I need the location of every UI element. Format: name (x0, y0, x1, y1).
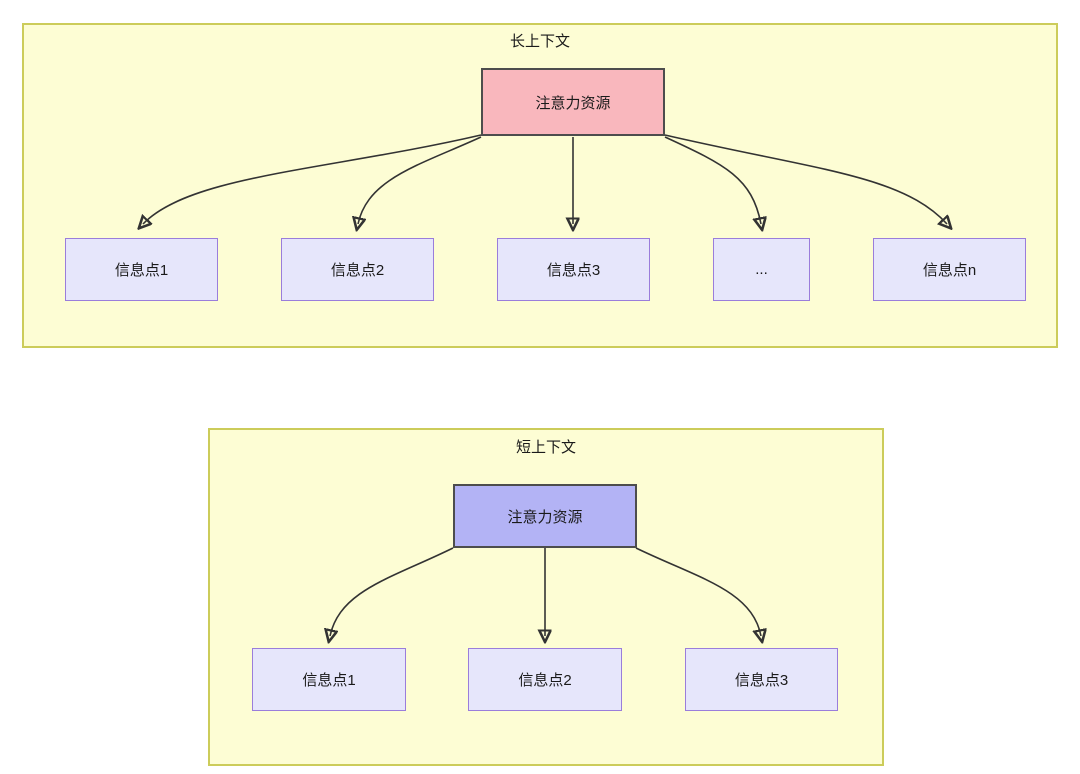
node-long-info-1[interactable]: 信息点1 (65, 238, 218, 301)
node-long-attention-resource[interactable]: 注意力资源 (481, 68, 665, 136)
container-short-context-title: 短上下文 (515, 439, 576, 456)
node-short-info-3[interactable]: 信息点3 (685, 648, 838, 711)
node-long-info-ellipsis[interactable]: ... (713, 238, 810, 301)
node-short-info-2[interactable]: 信息点2 (468, 648, 622, 711)
container-long-context-title: 长上下文 (509, 33, 570, 50)
node-short-info-1[interactable]: 信息点1 (252, 648, 406, 711)
node-long-info-2[interactable]: 信息点2 (281, 238, 434, 301)
node-long-info-n[interactable]: 信息点n (873, 238, 1026, 301)
node-short-attention-resource[interactable]: 注意力资源 (453, 484, 637, 548)
container-short-context (208, 428, 884, 766)
node-long-info-3[interactable]: 信息点3 (497, 238, 650, 301)
